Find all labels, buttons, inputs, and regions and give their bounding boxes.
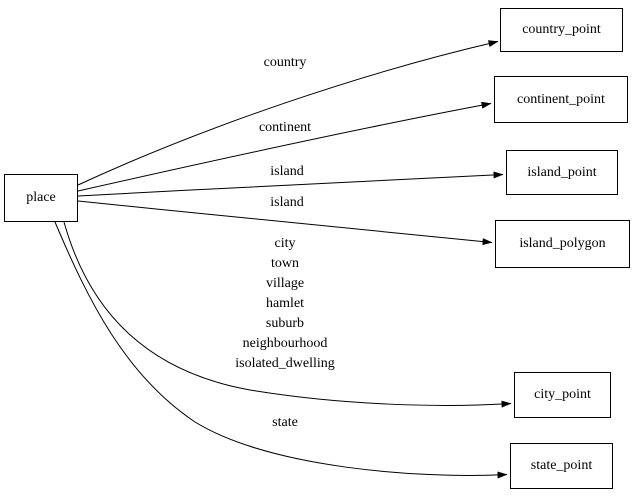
edge-place-city-point: [63, 221, 512, 408]
node-island-polygon-label: island_polygon: [519, 236, 606, 251]
node-island-polygon: island_polygon: [495, 220, 630, 268]
node-place: place: [4, 174, 78, 222]
node-country-point: country_point: [500, 8, 623, 52]
node-continent-point-label: continent_point: [517, 91, 605, 107]
edge-label-country: country: [263, 55, 307, 70]
node-country-point-label: country_point: [522, 22, 601, 37]
node-island-point-label: island_point: [527, 164, 597, 180]
edge-place-country-point: [77, 40, 499, 186]
edge-label-island-to-point: island: [270, 164, 304, 179]
node-place-label: place: [26, 190, 56, 205]
node-state-point-label: state_point: [530, 458, 593, 473]
edge-label-continent: continent: [258, 120, 312, 135]
edge-place-island-point: [77, 171, 504, 197]
edge-label-state: state: [272, 415, 298, 430]
edge-label-island-to-polygon: island: [270, 195, 304, 210]
node-state-point: state_point: [510, 443, 613, 489]
node-continent-point: continent_point: [494, 76, 628, 123]
edge-label-city-group: city town village hamlet suburb neighbou…: [235, 236, 335, 371]
node-island-point: island_point: [506, 150, 618, 195]
node-city-point: city_point: [514, 372, 611, 418]
edge-place-island-polygon: [77, 200, 493, 246]
node-city-point-label: city_point: [534, 387, 591, 402]
edge-place-state-point: [54, 221, 508, 479]
edge-place-continent-point: [77, 101, 492, 192]
